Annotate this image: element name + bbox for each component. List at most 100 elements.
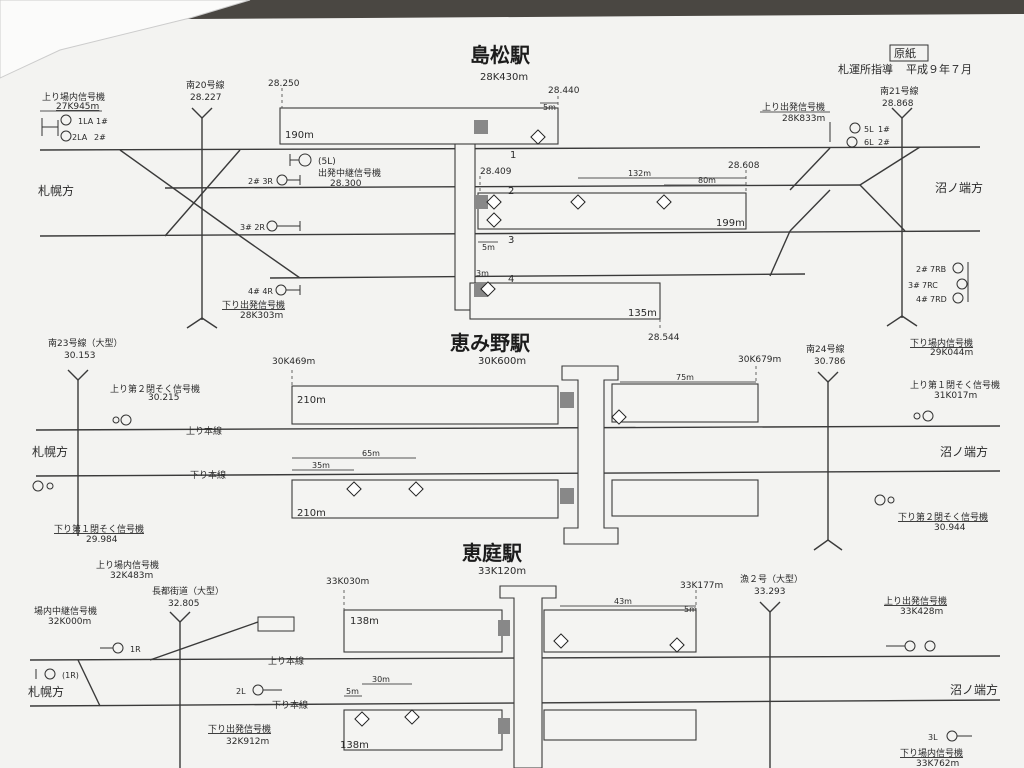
station-building xyxy=(499,585,557,768)
svg-text:南23号線（大型）: 南23号線（大型） xyxy=(48,337,122,349)
svg-text:下り第２閉そく信号機: 下り第２閉そく信号機 xyxy=(898,511,988,523)
svg-text:下り場内信号機: 下り場内信号機 xyxy=(900,747,963,759)
svg-text:33K177m: 33K177m xyxy=(680,581,723,591)
svg-text:漁２号（大型）: 漁２号（大型） xyxy=(740,573,803,585)
down-main-line xyxy=(35,470,1001,477)
svg-text:3#: 3# xyxy=(908,281,920,290)
svg-text:2#: 2# xyxy=(916,265,928,274)
date-label: 平成９年７月 xyxy=(906,62,972,76)
svg-text:上り本線: 上り本線 xyxy=(268,655,304,667)
svg-text:上り場内信号機: 上り場内信号機 xyxy=(42,91,105,103)
svg-text:沼ノ端方: 沼ノ端方 xyxy=(950,682,998,697)
svg-text:1LA: 1LA xyxy=(78,117,94,126)
svg-text:27K945m: 27K945m xyxy=(56,102,99,112)
svg-text:65m: 65m xyxy=(362,449,380,458)
svg-text:南21号線: 南21号線 xyxy=(880,85,918,97)
svg-text:210m: 210m xyxy=(297,395,326,406)
platform-up xyxy=(343,609,503,653)
platform-2 xyxy=(477,192,747,230)
svg-text:上り第１閉そく信号機: 上り第１閉そく信号機 xyxy=(910,379,1000,391)
svg-text:33K428m: 33K428m xyxy=(900,607,943,617)
svg-text:33K762m: 33K762m xyxy=(916,759,959,768)
svg-text:下り出発信号機: 下り出発信号機 xyxy=(208,723,271,735)
svg-text:上り出発信号機: 上り出発信号機 xyxy=(762,101,825,113)
svg-text:28K303m: 28K303m xyxy=(240,311,283,321)
station-shimamatsu: 島松駅 28K430m 190m 199m 135m 28.250 28.440… xyxy=(38,43,983,358)
svg-text:29.984: 29.984 xyxy=(86,535,118,545)
signal-1la-2la xyxy=(41,114,72,142)
svg-text:75m: 75m xyxy=(676,373,694,382)
svg-text:3m: 3m xyxy=(476,269,489,278)
svg-text:32K483m: 32K483m xyxy=(110,571,153,581)
svg-text:30.215: 30.215 xyxy=(148,393,180,403)
office-label: 札運所指導 xyxy=(838,62,893,76)
station-name: 島松駅 xyxy=(470,43,530,67)
svg-text:2# 3R: 2# 3R xyxy=(248,177,273,186)
svg-text:5m: 5m xyxy=(346,687,359,696)
svg-text:上り出発信号機: 上り出発信号機 xyxy=(884,595,947,607)
svg-text:恵み野駅: 恵み野駅 xyxy=(450,331,530,355)
svg-text:長都街道（大型）: 長都街道（大型） xyxy=(152,585,224,597)
svg-text:出発中継信号機: 出発中継信号機 xyxy=(318,167,381,179)
svg-text:30.153: 30.153 xyxy=(64,351,96,361)
curled-page-corner xyxy=(0,0,251,79)
stop-markers xyxy=(480,129,672,297)
svg-text:1#: 1# xyxy=(96,117,108,126)
track-3 xyxy=(39,230,981,237)
svg-text:1#: 1# xyxy=(878,125,890,134)
svg-text:恵庭駅: 恵庭駅 xyxy=(462,541,522,565)
len-190: 190m xyxy=(285,130,314,141)
svg-text:5m: 5m xyxy=(482,243,495,252)
svg-text:28.868: 28.868 xyxy=(882,99,914,109)
track-1 xyxy=(39,146,981,151)
svg-text:29K044m: 29K044m xyxy=(930,348,973,358)
svg-text:7RC: 7RC xyxy=(922,281,938,290)
svg-text:35m: 35m xyxy=(312,461,330,470)
svg-text:上り本線: 上り本線 xyxy=(186,425,222,437)
platform-1 xyxy=(279,107,559,145)
svg-text:2#: 2# xyxy=(94,133,106,142)
svg-text:3# 2R: 3# 2R xyxy=(240,223,265,232)
svg-text:43m: 43m xyxy=(614,597,632,606)
len-135: 135m xyxy=(628,308,657,319)
island-platform-main xyxy=(454,119,476,311)
platform-down xyxy=(291,479,559,519)
svg-text:下り場内信号機: 下り場内信号機 xyxy=(910,337,973,349)
svg-text:28.409: 28.409 xyxy=(480,167,512,177)
svg-text:28K833m: 28K833m xyxy=(782,114,825,124)
svg-text:33.293: 33.293 xyxy=(754,587,786,597)
svg-text:(5L): (5L) xyxy=(318,157,336,167)
track-2 xyxy=(164,184,861,189)
svg-text:28.544: 28.544 xyxy=(648,333,680,343)
svg-text:28.227: 28.227 xyxy=(190,93,222,103)
station-building xyxy=(561,365,619,545)
svg-text:80m: 80m xyxy=(698,176,716,185)
svg-text:上り場内信号機: 上り場内信号機 xyxy=(96,559,159,571)
svg-text:7RD: 7RD xyxy=(930,295,947,304)
station-eniwa: 恵庭駅 33K120m 上り本線 下り本線 138m 138m 33K030m … xyxy=(28,541,1001,768)
svg-text:2L: 2L xyxy=(236,687,246,696)
svg-text:札幌方: 札幌方 xyxy=(28,684,64,699)
station-km: 28K430m xyxy=(480,72,528,83)
direction-numanohata: 沼ノ端方 xyxy=(935,180,983,195)
svg-text:28.440: 28.440 xyxy=(548,86,580,96)
signal-7rb-7rd xyxy=(952,262,969,304)
svg-text:31K017m: 31K017m xyxy=(934,391,977,401)
svg-text:札幌方: 札幌方 xyxy=(32,444,68,459)
svg-text:2#: 2# xyxy=(878,138,890,147)
svg-text:138m: 138m xyxy=(350,616,379,627)
svg-text:下り本線: 下り本線 xyxy=(272,699,308,711)
svg-text:2: 2 xyxy=(508,186,514,197)
svg-text:2LA: 2LA xyxy=(72,133,88,142)
signal-5l-6l xyxy=(829,122,861,148)
svg-text:28.300: 28.300 xyxy=(330,179,362,189)
svg-text:4# 4R: 4# 4R xyxy=(248,287,273,296)
svg-text:3L: 3L xyxy=(928,733,938,742)
svg-text:30K469m: 30K469m xyxy=(272,357,315,367)
svg-text:33K120m: 33K120m xyxy=(478,566,526,577)
platform-4 xyxy=(469,282,661,320)
svg-text:32K912m: 32K912m xyxy=(226,737,269,747)
svg-text:南24号線: 南24号線 xyxy=(806,343,844,355)
